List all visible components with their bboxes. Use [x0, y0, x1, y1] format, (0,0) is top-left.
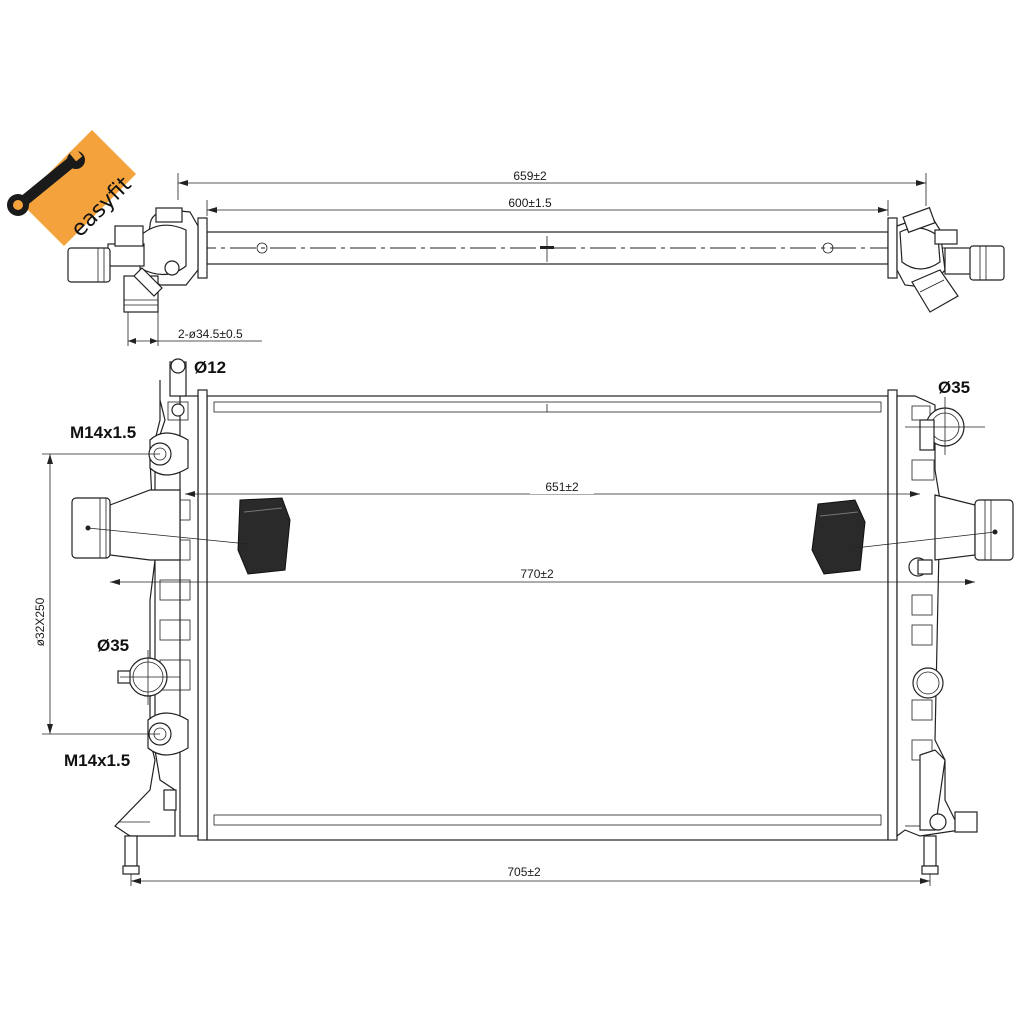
wrench-icon [7, 148, 85, 216]
label-thread-upper: M14x1.5 [70, 423, 136, 442]
core-front [206, 395, 889, 841]
dim-bottom-label: 705±2 [507, 865, 541, 879]
dimension-height: ø32X250 [33, 453, 160, 735]
dimension-overall: 659±2 [177, 168, 927, 206]
rubber-mount-right [811, 499, 866, 575]
dim-height-label: ø32X250 [33, 597, 47, 646]
logo-badge [20, 130, 136, 246]
dimension-bottom: 705±2 [130, 865, 931, 886]
label-outlet-right: Ø35 [938, 378, 970, 397]
left-tank-top [67, 207, 208, 313]
dimension-mounts: 651±2 [185, 480, 920, 497]
dim-overall-label: 659±2 [513, 169, 547, 183]
dim-core-label: 600±1.5 [508, 196, 552, 210]
top-view: 659±2 600±1.5 [67, 168, 1005, 346]
label-inlet-top: Ø12 [194, 358, 226, 377]
right-tank-front [896, 395, 1014, 875]
dimension-core: 600±1.5 [206, 195, 889, 216]
dim-width-label: 770±2 [520, 567, 554, 581]
right-tank-top [887, 206, 1005, 313]
dim-mounts-label: 651±2 [545, 480, 579, 494]
dimension-width: 770±2 [110, 566, 975, 585]
rubber-mount-left [237, 497, 291, 575]
label-pipe-left: Ø35 [97, 636, 129, 655]
dim-pipes-label: 2-ø34.5±0.5 [178, 327, 243, 341]
front-view: 651±2 770±2 ø32X250 705±2 [33, 358, 1014, 886]
label-thread-lower: M14x1.5 [64, 751, 130, 770]
dimension-pipes: 2-ø34.5±0.5 [127, 312, 262, 346]
